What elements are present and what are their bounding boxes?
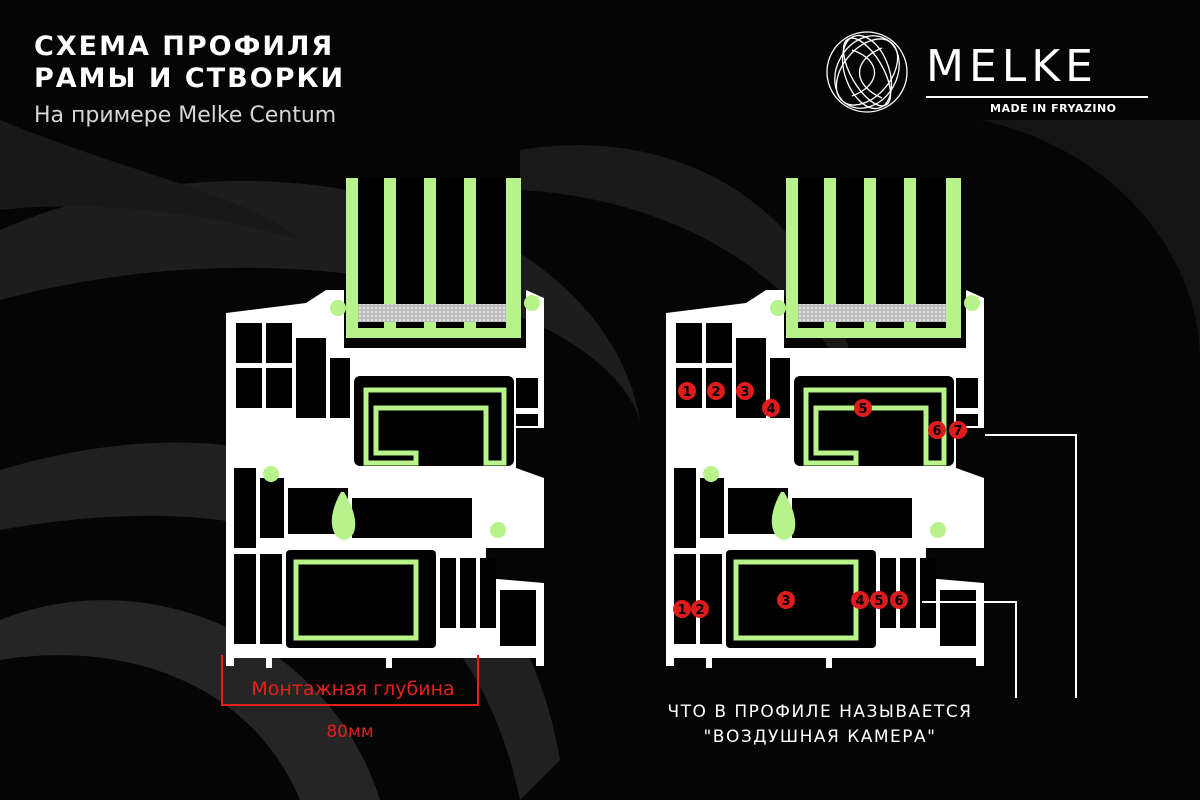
svg-text:3: 3 xyxy=(781,594,790,609)
sash-chamber-marker: 5 xyxy=(854,399,872,417)
svg-text:5: 5 xyxy=(874,594,883,609)
sash-chamber-marker: 6 xyxy=(928,421,946,439)
brand-name: MELKE xyxy=(926,41,1098,92)
brand-tagline: MADE IN FRYAZINO xyxy=(990,102,1117,115)
sash-chamber-marker: 4 xyxy=(762,399,780,417)
svg-text:1: 1 xyxy=(677,603,686,618)
sash-chamber-marker: 1 xyxy=(678,382,696,400)
sash-chamber-marker: 3 xyxy=(736,382,754,400)
svg-text:6: 6 xyxy=(894,594,903,609)
svg-text:3: 3 xyxy=(740,385,749,400)
left-profile-section xyxy=(226,178,544,668)
melke-logo-icon xyxy=(826,31,908,113)
frame-chamber-marker: 4 xyxy=(851,591,869,609)
title-line-2: РАМЫ И СТВОРКИ xyxy=(34,63,346,94)
sash-leader-line xyxy=(985,434,1077,698)
air-chamber-caption-line-1: ЧТО В ПРОФИЛЕ НАЗЫВАЕТСЯ xyxy=(667,702,973,722)
title-line-1: СХЕМА ПРОФИЛЯ xyxy=(34,31,335,62)
sash-chamber-marker: 7 xyxy=(949,421,967,439)
svg-text:1: 1 xyxy=(682,385,691,400)
mounting-depth-value: 80мм xyxy=(326,722,374,742)
frame-chamber-marker: 3 xyxy=(777,591,795,609)
svg-text:4: 4 xyxy=(855,594,864,609)
brand-underline xyxy=(926,96,1148,98)
frame-leader-line xyxy=(922,601,1017,698)
mounting-depth-label: Монтажная глубина xyxy=(251,678,455,700)
svg-text:2: 2 xyxy=(711,385,720,400)
mounting-depth-bracket xyxy=(221,655,479,706)
svg-text:2: 2 xyxy=(695,603,704,618)
frame-chamber-marker: 5 xyxy=(870,591,888,609)
frame-chamber-marker: 6 xyxy=(890,591,908,609)
frame-chamber-marker: 1 xyxy=(673,600,691,618)
air-chamber-caption-line-2: "ВОЗДУШНАЯ КАМЕРА" xyxy=(703,727,937,747)
svg-text:5: 5 xyxy=(858,402,867,417)
svg-text:6: 6 xyxy=(932,424,941,439)
svg-text:4: 4 xyxy=(766,402,775,417)
sash-chamber-marker: 2 xyxy=(707,382,725,400)
frame-chamber-marker: 2 xyxy=(691,600,709,618)
subtitle: На примере Melke Centum xyxy=(34,103,337,128)
svg-text:7: 7 xyxy=(953,424,962,439)
